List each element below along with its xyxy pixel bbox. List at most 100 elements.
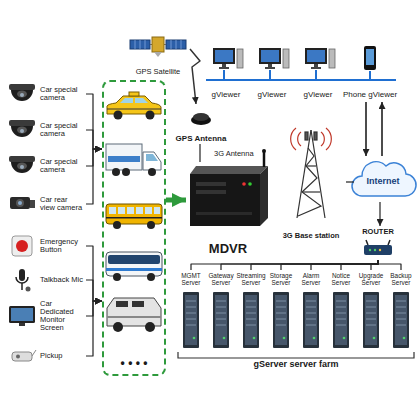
- server-node: Storage Server: [266, 270, 296, 354]
- connector-line: [251, 260, 378, 270]
- cloud-node: Internet: [354, 156, 412, 202]
- node-text: MGMT Server: [176, 272, 206, 286]
- node-text: Car special camera: [40, 86, 84, 103]
- viewer-pc-icon: [213, 48, 243, 69]
- node-text: • • • •: [121, 357, 148, 370]
- connector-line: [166, 198, 186, 203]
- node-text: Backup Server: [386, 272, 416, 286]
- viewer-pc-icon: [259, 48, 289, 69]
- base-station-node: 3G Base station: [276, 122, 346, 240]
- node-text: Alarm Server: [296, 272, 326, 286]
- viewer-node: gViewer: [296, 44, 340, 102]
- connector-line: [86, 149, 102, 204]
- 3g-antenna-icon: [262, 149, 266, 167]
- node-text: gViewer: [212, 91, 241, 100]
- button-icon: [12, 236, 32, 256]
- node-text: GPS Antenna: [176, 135, 227, 144]
- connector-line: [86, 301, 102, 356]
- camera-icon: [9, 120, 35, 137]
- satellite-node: GPS Satellite: [126, 30, 190, 76]
- satellite-icon: [130, 37, 186, 57]
- phone-icon: [364, 46, 376, 70]
- node-text: Phone gViewer: [343, 91, 397, 100]
- router-node: ROUTER: [352, 226, 404, 260]
- server-node: Backup Server: [386, 270, 416, 354]
- node-text: gViewer: [258, 91, 287, 100]
- connector-line: [86, 301, 102, 316]
- server-icon: [303, 292, 319, 348]
- node-text: Car special camera: [40, 122, 84, 139]
- cell-tower: [291, 128, 332, 218]
- server-icon: [273, 292, 289, 348]
- node-text: 3G Base station: [283, 232, 340, 240]
- node-text: Talkback Mic: [40, 276, 84, 284]
- node-text: Gateway Server: [206, 272, 236, 286]
- gps-antenna-node: GPS Antenna: [170, 104, 232, 144]
- viewer-pc-icon: [305, 48, 335, 69]
- node-text: Streaming Server: [236, 272, 266, 286]
- node-text: 3G Antenna: [214, 150, 254, 158]
- connector-line: [378, 260, 401, 270]
- rear-camera-icon: [10, 197, 35, 209]
- server-node: Notice Server: [326, 270, 356, 354]
- armored-van-icon: [107, 298, 161, 332]
- connector-line: [190, 49, 200, 104]
- server-icon: [243, 292, 259, 348]
- connector-line: [221, 260, 378, 270]
- connector-line: [379, 202, 380, 226]
- pickup-label: Pickup: [6, 342, 86, 370]
- connector-line: [311, 260, 378, 270]
- server-icon: [333, 292, 349, 348]
- connector-line: [341, 260, 378, 270]
- 3g-antenna-node: 3G Antenna: [214, 148, 262, 160]
- pickup-icon: [12, 350, 36, 361]
- router-icon: [364, 240, 392, 255]
- connector-line: [281, 260, 378, 270]
- server-node: Gateway Server: [206, 270, 236, 354]
- server-node: Alarm Server: [296, 270, 326, 354]
- viewer-node: gViewer: [204, 44, 248, 102]
- gps-antenna-icon: [191, 113, 211, 125]
- camera-icon: [9, 156, 35, 173]
- coach-icon: [106, 252, 162, 281]
- viewer-bus-line: [206, 70, 396, 80]
- camera-icon: [9, 84, 35, 101]
- button-label: Emergency Button: [6, 232, 86, 260]
- server-node: Streaming Server: [236, 270, 266, 354]
- mdvr-node: MDVR: [186, 162, 270, 256]
- node-text: GPS Satellite: [136, 68, 181, 76]
- school-bus-icon: [106, 204, 162, 229]
- connector-line: [371, 260, 378, 270]
- camera-label: Car special camera: [6, 80, 86, 108]
- node-text: Car Dedicated Monitor Screen: [40, 300, 84, 333]
- server-icon: [213, 292, 229, 348]
- vehicle-panel: • • • •: [102, 80, 166, 376]
- node-text: ROUTER: [362, 228, 394, 236]
- caption-label: gServer server farm: [176, 360, 416, 370]
- connector-line: [381, 102, 383, 156]
- mdvr-device: [190, 166, 268, 226]
- node-text: Notice Server: [326, 272, 356, 286]
- mic-icon: [16, 269, 31, 292]
- connector-line: [346, 181, 354, 182]
- taxi-icon: [107, 92, 161, 120]
- connector-line: [365, 102, 367, 156]
- camera-label: Car special camera: [6, 116, 86, 144]
- connector-line: [199, 144, 200, 162]
- server-node: MGMT Server: [176, 270, 206, 354]
- connector-line: [86, 130, 102, 149]
- camera-label: Car rear view camera: [6, 190, 86, 218]
- node-text: Emergency Button: [40, 238, 84, 255]
- node-text: Pickup: [40, 352, 84, 360]
- node-text: gViewer: [304, 91, 333, 100]
- node-text: MDVR: [209, 242, 247, 256]
- monitor-icon: [9, 306, 35, 326]
- connector-line: [86, 149, 102, 166]
- monitor-label: Car Dedicated Monitor Screen: [6, 298, 86, 334]
- viewer-node: gViewer: [250, 44, 294, 102]
- connector-line: [86, 280, 102, 301]
- node-text: Car special camera: [40, 158, 84, 175]
- node-text: Storage Server: [266, 272, 296, 286]
- phone-viewer-node: Phone gViewer: [342, 44, 398, 102]
